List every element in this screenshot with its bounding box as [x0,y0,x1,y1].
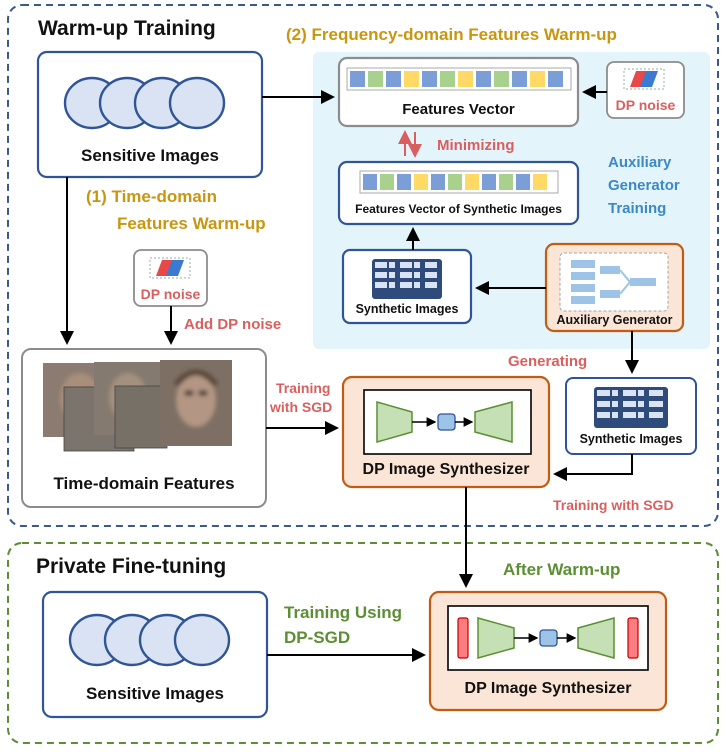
dp-synthesizer-label-top: DP Image Synthesizer [362,461,530,478]
dp-noise-icon-top [623,68,665,90]
arrow-synthright-to-synth [553,454,633,481]
dp-synthesizer-network-bottom [457,617,639,659]
auxiliary-generator-label: Auxiliary Generator [556,313,673,327]
after-warmup-label: After Warm-up [503,560,621,579]
features-vector-synth-strip [359,170,559,194]
add-dp-noise-label: Add DP noise [184,316,282,333]
auxiliary-generator-icon [571,260,656,304]
synthetic-images-grid-left [372,259,442,299]
sensitive-images-label-top: Sensitive Images [81,146,219,165]
training-using-label-1: Training Using [284,603,403,622]
time-domain-feature-images [43,360,232,452]
minimizing-arrows [398,130,422,158]
features-vector-strip [346,67,572,91]
sensitive-images-icon-bottom [68,613,231,667]
dp-synthesizer-label-bottom: DP Image Synthesizer [464,680,632,697]
dp-noise-label-left: DP noise [140,286,201,302]
finetune-frame [7,542,719,744]
synthetic-images-grid-right [594,387,668,428]
warmup-title: Warm-up Training [38,17,216,40]
features-vector-label: Features Vector [402,101,515,118]
arrows [60,85,639,662]
sensitive-images-label-bottom: Sensitive Images [86,684,224,703]
minimizing-label: Minimizing [437,137,515,154]
warmup-frame [7,4,719,527]
aux-training-label-3: Training [608,200,667,217]
generating-label: Generating [508,353,588,370]
finetune-title: Private Fine-tuning [36,555,227,578]
frequency-warmup-label: (2) Frequency-domain Features Warm-up [286,25,617,44]
training-using-label-2: DP-SGD [284,628,351,647]
dp-synthesizer-network-top [376,401,513,443]
features-vector-synth-label: Features Vector of Synthetic Images [355,202,562,216]
training-sgd-label-1: Training [276,380,331,396]
training-sgd-label-2: with SGD [270,399,333,415]
training-sgd-bottom-label: Training with SGD [553,497,674,513]
sensitive-images-icon-top [63,76,226,130]
synthetic-images-label-left: Synthetic Images [355,302,459,316]
time-warmup-label-2: Features Warm-up [117,214,266,233]
dp-noise-icon-left [149,257,191,279]
synthetic-images-label-right: Synthetic Images [579,432,683,446]
dp-noise-label-top: DP noise [615,97,676,113]
time-warmup-label-1: (1) Time-domain [86,187,217,206]
time-domain-features-label: Time-domain Features [53,474,235,493]
dp-noise-box-top [606,61,685,119]
aux-training-label-2: Generator [608,177,680,194]
aux-training-label-1: Auxiliary [608,154,672,171]
